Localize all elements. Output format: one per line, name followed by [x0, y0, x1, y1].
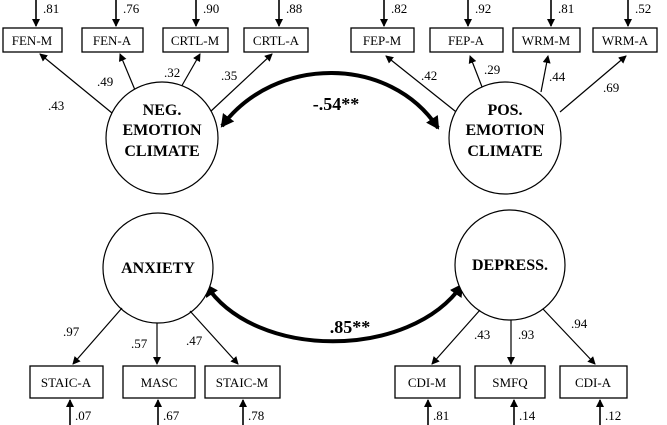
error-value: .90 — [203, 1, 219, 16]
indicator-box-fep-m — [350, 27, 415, 53]
loading-arrow — [179, 53, 201, 90]
indicator-box-cdi-m — [394, 365, 461, 399]
indicator-box-fen-m — [2, 27, 63, 53]
correlation-arc-anxiety-depression — [204, 283, 464, 344]
indicator-label: CDI-A — [575, 375, 612, 390]
latent-label: CLIMATE — [124, 143, 199, 160]
error-value: .14 — [519, 408, 536, 423]
indicator-label: FEP-A — [448, 33, 485, 48]
indicator-label: CRTL-A — [253, 33, 300, 48]
loading-arrow — [72, 307, 123, 365]
loading-arrow — [209, 53, 273, 113]
indicator-box-crtl-m — [162, 27, 229, 53]
loading-arrow — [559, 55, 627, 113]
latent-neg-emotion-climate — [105, 81, 219, 195]
error-value: .76 — [123, 1, 140, 16]
indicator-box-wrm-m — [512, 27, 581, 53]
indicator-label: FEN-A — [93, 33, 132, 48]
error-value: .81 — [433, 408, 449, 423]
correlation-label-emotion-climate: -.54** — [313, 94, 360, 114]
error-value: .07 — [75, 408, 92, 423]
loading-value: .49 — [97, 74, 113, 89]
loading-arrow — [542, 308, 596, 365]
loading-value: .43 — [474, 327, 490, 342]
indicator-label: CDI-M — [408, 375, 447, 390]
indicator-label: MASC — [141, 375, 178, 390]
error-value: .92 — [475, 1, 491, 16]
loading-value: .42 — [421, 68, 437, 83]
indicator-box-cdi-a — [559, 365, 628, 399]
latent-label: ANXIETY — [121, 260, 195, 277]
error-value: .78 — [248, 408, 264, 423]
error-value: .82 — [391, 1, 407, 16]
loading-arrow — [119, 53, 136, 91]
latent-pos-emotion-climate — [448, 81, 562, 195]
latent-label: EMOTION — [465, 122, 545, 139]
latent-label: NEG. — [143, 102, 182, 119]
indicator-label: SMFQ — [492, 375, 528, 390]
loading-arrow — [431, 309, 481, 365]
error-value: .52 — [635, 1, 651, 16]
loading-value: .93 — [518, 327, 534, 342]
correlation-arc-emotion-climate — [220, 71, 440, 130]
indicators-depression: DEPRESS. .43 .93 .94 CDI-M SMFQ CDI-A .8… — [394, 209, 628, 425]
indicator-label: WRM-M — [522, 33, 571, 48]
loading-value: .32 — [164, 65, 180, 80]
indicator-label: FEN-M — [12, 33, 53, 48]
loading-value: .94 — [571, 316, 588, 331]
latent-anxiety — [102, 212, 214, 324]
indicator-box-smfq — [474, 365, 546, 399]
loading-value: .69 — [603, 80, 619, 95]
loading-arrow — [468, 55, 485, 93]
loading-arrow — [39, 53, 113, 114]
indicator-label: STAIC-M — [216, 375, 269, 390]
indicators-anxiety: ANXIETY .97 .57 .47 STAIC-A MASC STAIC-M… — [29, 212, 281, 425]
indicator-box-crtl-a — [243, 27, 309, 53]
error-value: .12 — [605, 408, 621, 423]
loading-value: .35 — [221, 68, 237, 83]
indicator-box-fen-a — [81, 27, 144, 53]
indicator-label: STAIC-A — [41, 375, 92, 390]
loading-value: .97 — [63, 324, 80, 339]
loading-value: .57 — [131, 336, 148, 351]
indicator-box-wrm-a — [592, 27, 658, 53]
correlation-label-anxiety-depression: .85** — [330, 317, 371, 337]
indicator-box-fep-a — [429, 27, 504, 53]
indicator-label: WRM-A — [602, 33, 649, 48]
loading-arrow — [540, 55, 551, 93]
indicator-label: FEP-M — [363, 33, 402, 48]
indicators-neg-emotion-climate: .81 FEN-M .76 FEN-A .90 CRTL-M .88 CRTL-… — [2, 0, 309, 195]
latent-label: DEPRESS. — [472, 257, 548, 274]
loading-value: .44 — [549, 69, 566, 84]
loading-arrow — [385, 55, 461, 116]
error-value: .81 — [43, 1, 59, 16]
latent-label: POS. — [487, 102, 522, 119]
indicator-box-masc — [122, 365, 196, 399]
loading-value: .29 — [484, 62, 500, 77]
indicator-box-staic-a — [29, 365, 104, 399]
indicators-pos-emotion-climate: .82 FEP-M .92 FEP-A .81 WRM-M .52 WRM-A … — [350, 0, 658, 195]
indicator-box-staic-m — [204, 365, 281, 399]
latent-label: EMOTION — [122, 122, 202, 139]
loading-arrow — [189, 310, 239, 365]
error-value: .81 — [558, 1, 574, 16]
indicator-label: CRTL-M — [171, 33, 220, 48]
latent-depression — [454, 209, 566, 321]
error-value: .67 — [163, 408, 180, 423]
latent-label: CLIMATE — [467, 143, 542, 160]
error-value: .88 — [286, 1, 302, 16]
loading-value: .43 — [48, 98, 64, 113]
loading-value: .47 — [186, 333, 203, 348]
